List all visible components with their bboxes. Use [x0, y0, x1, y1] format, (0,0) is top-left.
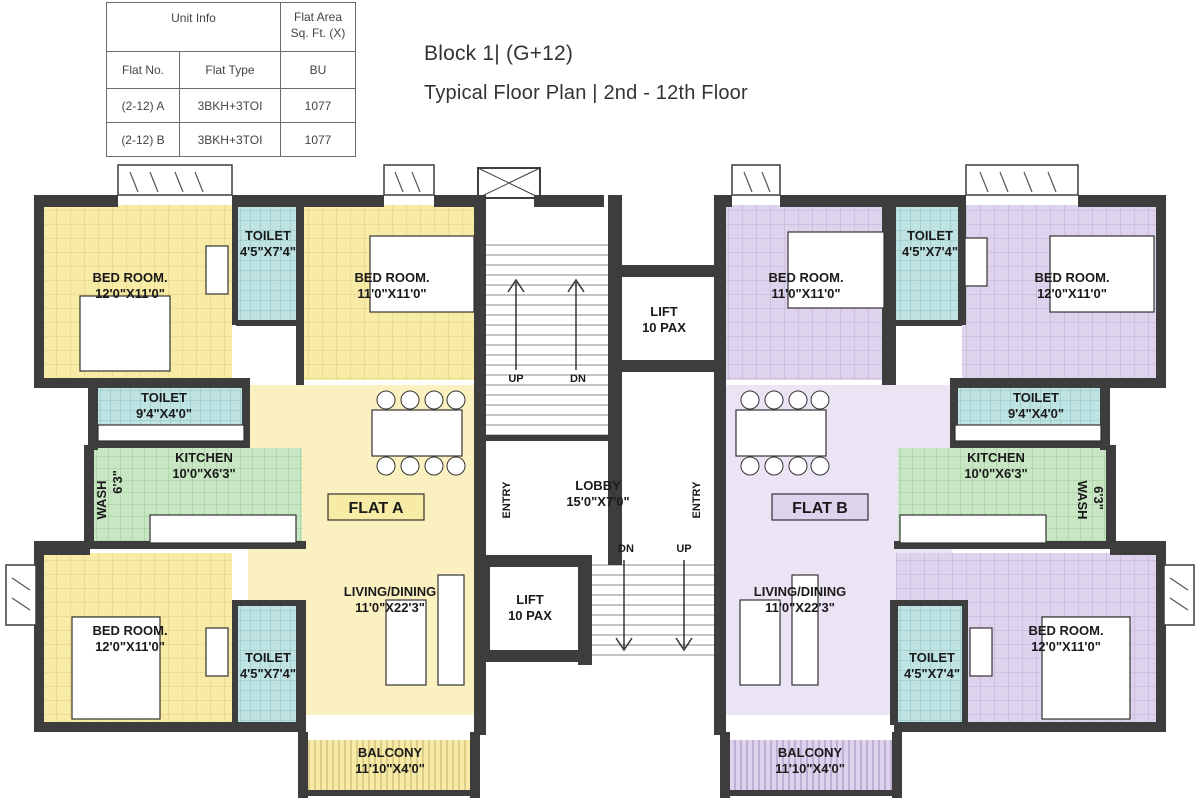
- room-name: BED ROOM.: [354, 270, 429, 285]
- cell-flat-no: (2-12) B: [106, 122, 180, 157]
- flat-b-toilet-1: [896, 205, 962, 323]
- lift-bottom-name: LIFT: [516, 592, 543, 607]
- room-name: TOILET: [907, 228, 953, 243]
- flat-a-balcony: [306, 740, 472, 795]
- flat-b-balcony: [728, 740, 894, 795]
- flat-area-header: Flat Area Sq. Ft. (X): [280, 2, 356, 52]
- flat-b-toilet-3: [898, 605, 964, 725]
- stair-up-top: UP: [508, 373, 523, 385]
- lift-bottom-capacity: 10 PAX: [508, 608, 552, 623]
- flat-a-tag: [327, 493, 425, 521]
- col-flat-no: Flat No.: [106, 51, 180, 89]
- room-dim: 11'0"X22'3": [765, 600, 835, 615]
- col-bu: BU: [280, 51, 356, 89]
- staircase-bottom: [590, 560, 718, 660]
- room-name: BED ROOM.: [92, 623, 167, 638]
- window-louvres: [11, 171, 1189, 611]
- flat-b-label: FLAT B: [792, 500, 848, 517]
- room-name: BED ROOM.: [92, 270, 167, 285]
- room-name: TOILET: [1013, 390, 1059, 405]
- cell-area: 1077: [280, 122, 356, 157]
- walls: [34, 195, 1166, 798]
- stair-arrows: [507, 278, 693, 652]
- room-name: KITCHEN: [967, 450, 1025, 465]
- col-flat-type: Flat Type: [179, 51, 281, 89]
- lobby-name: LOBBY: [575, 478, 621, 493]
- room-dim: 11'0"X11'0": [771, 286, 840, 301]
- lift-top-capacity: 10 PAX: [642, 320, 686, 335]
- core-bottom: [484, 660, 718, 720]
- room-name: TOILET: [245, 650, 291, 665]
- room-dim: 11'10"X4'0": [355, 761, 425, 776]
- stair-up-bottom: UP: [676, 543, 691, 555]
- room-name: TOILET: [909, 650, 955, 665]
- cell-area: 1077: [280, 88, 356, 123]
- room-dim: 4'5"X7'4": [904, 666, 960, 681]
- room-dim: 12'0"X11'0": [1031, 639, 1101, 654]
- room-name: TOILET: [245, 228, 291, 243]
- lobby-dim: 15'0"X7'0": [566, 494, 629, 509]
- staircase-top: [484, 240, 612, 440]
- flat-b-tag: [771, 493, 869, 521]
- table-row: (2-12) B 3BKH+3TOI 1077: [106, 122, 356, 157]
- room-name: LIVING/DINING: [754, 584, 846, 599]
- room-dim: 12'0"X11'0": [1037, 286, 1107, 301]
- flat-a-toilet-3: [236, 605, 302, 725]
- block-title: Block 1| (G+12): [424, 42, 574, 65]
- dining-chairs: [376, 390, 830, 476]
- room-name: BED ROOM.: [1034, 270, 1109, 285]
- room-dim: 9'4"X4'0": [136, 406, 192, 421]
- room-dim: 12'0"X11'0": [95, 639, 165, 654]
- room-name: BALCONY: [778, 745, 843, 760]
- unit-info-table: Unit Info Flat Area Sq. Ft. (X) Flat No.…: [106, 2, 356, 157]
- cell-flat-type: 3BKH+3TOI: [179, 122, 281, 157]
- room-name: BALCONY: [358, 745, 423, 760]
- stair-dn-top: DN: [570, 373, 586, 385]
- flat-a-label: FLAT A: [348, 500, 404, 517]
- furniture: [71, 231, 1155, 720]
- room-dim: 6'3": [110, 470, 125, 494]
- room-name: LIVING/DINING: [344, 584, 436, 599]
- lift-top-name: LIFT: [650, 304, 677, 319]
- entry-b-label: ENTRY: [691, 481, 703, 519]
- room-dim: 11'10"X4'0": [775, 761, 845, 776]
- stair-dn-bottom: DN: [618, 543, 634, 555]
- room-name: BED ROOM.: [1028, 623, 1103, 638]
- room-dim: 4'5"X7'4": [240, 666, 296, 681]
- window-bays: [5, 164, 1195, 626]
- room-dim: 4'5"X7'4": [240, 244, 296, 259]
- room-name: WASH: [1075, 481, 1090, 520]
- room-dim: 10'0"X6'3": [172, 466, 235, 481]
- floor-plan-title: Typical Floor Plan | 2nd - 12th Floor: [424, 82, 748, 104]
- room-name: BED ROOM.: [768, 270, 843, 285]
- room-name: TOILET: [141, 390, 187, 405]
- room-dim: 11'0"X11'0": [357, 286, 426, 301]
- room-name: KITCHEN: [175, 450, 233, 465]
- room-name: WASH: [94, 481, 109, 520]
- cell-flat-type: 3BKH+3TOI: [179, 88, 281, 123]
- flat-a-toilet-1: [236, 205, 302, 323]
- room-dim: 10'0"X6'3": [964, 466, 1027, 481]
- room-dim: 6'3": [1091, 486, 1106, 510]
- flat-area-header-line2: Sq. Ft. (X): [290, 26, 346, 40]
- unit-info-header: Unit Info: [106, 2, 281, 52]
- entry-a-label: ENTRY: [501, 481, 513, 519]
- flat-area-header-line1: Flat Area: [293, 10, 343, 24]
- room-dim: 11'0"X22'3": [355, 600, 425, 615]
- room-dim: 9'4"X4'0": [1008, 406, 1064, 421]
- room-dim: 12'0"X11'0": [95, 286, 165, 301]
- room-dim: 4'5"X7'4": [902, 244, 958, 259]
